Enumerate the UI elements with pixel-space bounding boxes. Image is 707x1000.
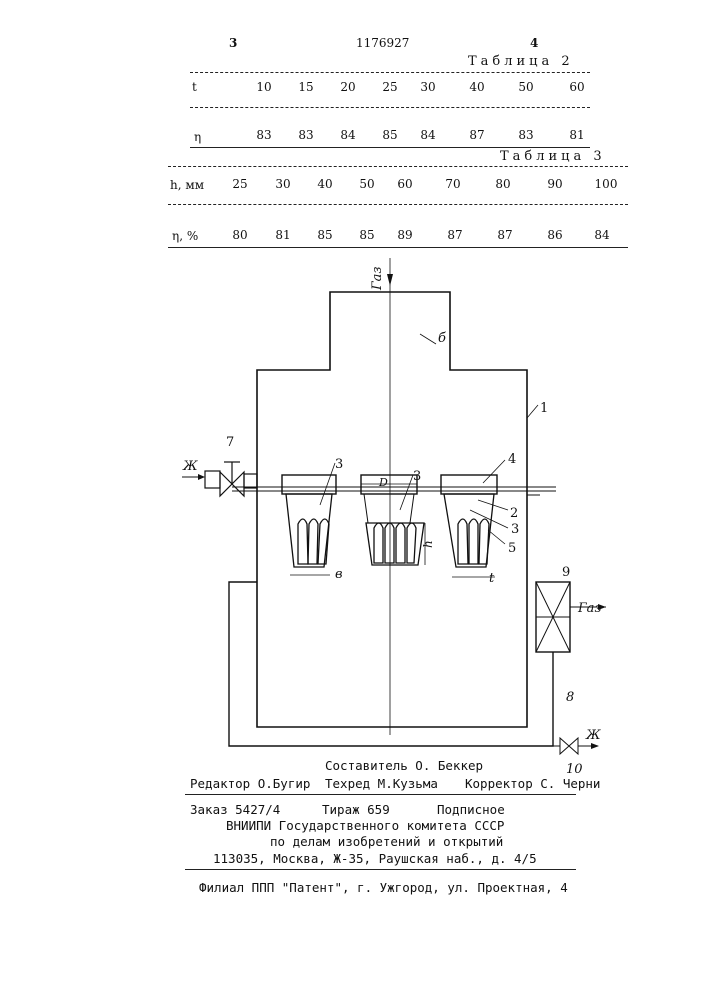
swirl-element-right (441, 475, 497, 567)
branch-address: Филиал ППП "Патент", г. Ужгород, ул. Про… (199, 880, 568, 895)
liquid-outlet-label: Ж (585, 728, 601, 743)
institute: ВНИИПИ Государственного комитета СССР (226, 818, 504, 833)
recirculation-pipe (229, 582, 553, 746)
dim-b-label: в (335, 567, 343, 582)
leader-line (488, 530, 505, 544)
gas-inlet-label: Газ (370, 267, 385, 291)
circulation: Тираж 659 (322, 802, 390, 817)
editor: Редактор О.Бугир (190, 776, 310, 791)
leader-line (400, 475, 413, 510)
callout-3: 3 (511, 522, 519, 537)
liquid-inlet-pipe (205, 471, 220, 488)
callout-2: 2 (510, 506, 518, 521)
callout-8: 8 (566, 690, 574, 705)
callout-6: б (438, 331, 446, 346)
callout-4: 4 (508, 452, 516, 467)
liquid-inlet-label: Ж (182, 459, 198, 474)
demister-cross (536, 582, 570, 652)
liquid-inlet-arrow (198, 474, 205, 480)
swirl-element-left (282, 475, 336, 567)
techred: Техред М.Кузьма (325, 776, 438, 791)
callout-9: 9 (562, 565, 570, 580)
callout-3: 3 (413, 469, 421, 484)
inlet-nozzle (244, 474, 257, 488)
liquid-outlet-arrow (591, 743, 599, 749)
gas-outlet-label: Газ (577, 601, 601, 616)
leader-line (483, 460, 505, 483)
dim-t-label: t (489, 571, 495, 586)
composer: Составитель О. Беккер (325, 758, 483, 773)
callout-10: 10 (566, 762, 583, 777)
callout-7: 7 (226, 435, 234, 450)
dim-d-label: D (378, 476, 388, 489)
callout-3: 3 (335, 457, 343, 472)
leader-line (320, 463, 335, 505)
gas-inlet-arrow (387, 274, 393, 286)
corrector: Корректор С. Черни (465, 776, 600, 791)
committee: по делам изобретений и открытий (270, 834, 503, 849)
address: 113035, Москва, Ж-35, Раушская наб., д. … (213, 851, 537, 866)
footer-rule (185, 869, 576, 870)
leader-line (527, 405, 538, 418)
dim-h-label: h (421, 540, 435, 548)
callout-1: 1 (540, 401, 548, 416)
outlet-valve-icon (560, 738, 578, 754)
footer-rule (185, 794, 576, 795)
callout-5: 5 (508, 541, 516, 556)
leader-line (420, 334, 436, 344)
order-number: Заказ 5427/4 (190, 802, 280, 817)
subscription: Подписное (437, 802, 505, 817)
swirl-element-center (361, 475, 424, 565)
vessel-body (257, 292, 527, 727)
